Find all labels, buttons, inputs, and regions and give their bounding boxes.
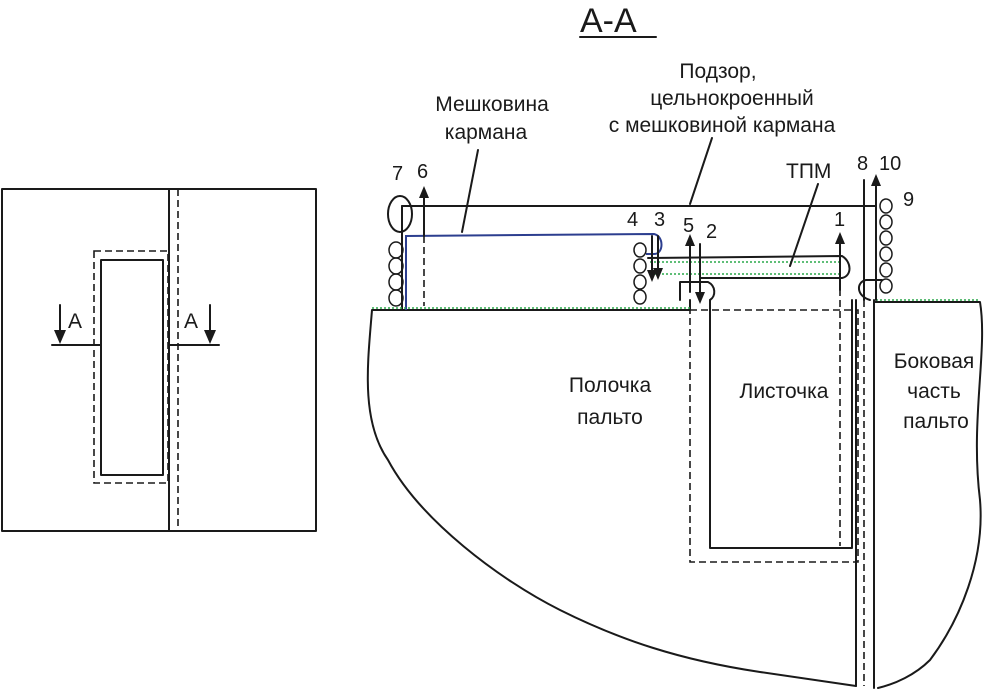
label-welt: Листочка [740, 380, 829, 403]
leader-pocket-bag [461, 149, 479, 233]
label-pocket-bag: Мешковина кармана [435, 93, 549, 144]
svg-text:с мешковиной кармана: с мешковиной кармана [609, 114, 836, 137]
welt-outline [100, 259, 164, 476]
label-side: Боковая часть пальто [894, 350, 975, 433]
number-3: 3 [654, 209, 665, 231]
welt-outline [709, 299, 853, 549]
panel-outline [1, 188, 317, 532]
tpm-tape [647, 255, 851, 301]
svg-text:цельнокроенный: цельнокроенный [650, 87, 814, 110]
section-mark-left: А [68, 310, 82, 333]
number-6: 6 [417, 161, 428, 183]
svg-text:часть: часть [907, 380, 961, 403]
number-8: 8 [857, 153, 868, 175]
svg-text:пальто: пальто [903, 410, 969, 433]
stitch-arrows [419, 174, 881, 304]
label-facing: Подзор, цельнокроенный с мешковиной карм… [609, 60, 836, 137]
svg-text:Боковая: Боковая [894, 350, 975, 373]
label-front: Полочка пальто [569, 374, 652, 429]
svg-text:пальто: пальто [577, 406, 643, 429]
pocket-bag-line [405, 232, 663, 310]
arrow-down-icon [54, 330, 66, 344]
number-1: 1 [834, 209, 845, 231]
welt-fold-left [679, 281, 716, 301]
svg-text:кармана: кармана [445, 121, 528, 144]
svg-text:Подзор,: Подзор, [679, 60, 756, 83]
number-2: 2 [706, 221, 717, 243]
label-tpm: ТПМ [786, 160, 831, 183]
side-panel-outline [873, 301, 984, 689]
svg-text:Полочка: Полочка [569, 374, 652, 397]
number-7: 7 [392, 163, 403, 185]
leader-tpm [789, 183, 819, 267]
side-seam-fold [858, 279, 883, 301]
number-4: 4 [627, 209, 638, 231]
overlock-stitch-middle [633, 242, 647, 305]
welt-interlining-outline [689, 309, 859, 563]
number-10: 10 [879, 153, 901, 175]
section-mark-right: А [184, 310, 198, 333]
number-9: 9 [903, 189, 914, 211]
front-panel-outline [366, 309, 857, 687]
svg-text:Мешковина: Мешковина [435, 93, 549, 116]
number-5: 5 [683, 215, 694, 237]
leader-facing [689, 137, 713, 205]
arrow-down-icon [204, 330, 216, 344]
overview-panel: А А [1, 188, 317, 532]
section-title: А-А [580, 2, 637, 40]
overlock-stitch-right [879, 198, 893, 294]
overlock-stitch-left [387, 195, 413, 307]
pocket-bag-outline [93, 250, 169, 484]
